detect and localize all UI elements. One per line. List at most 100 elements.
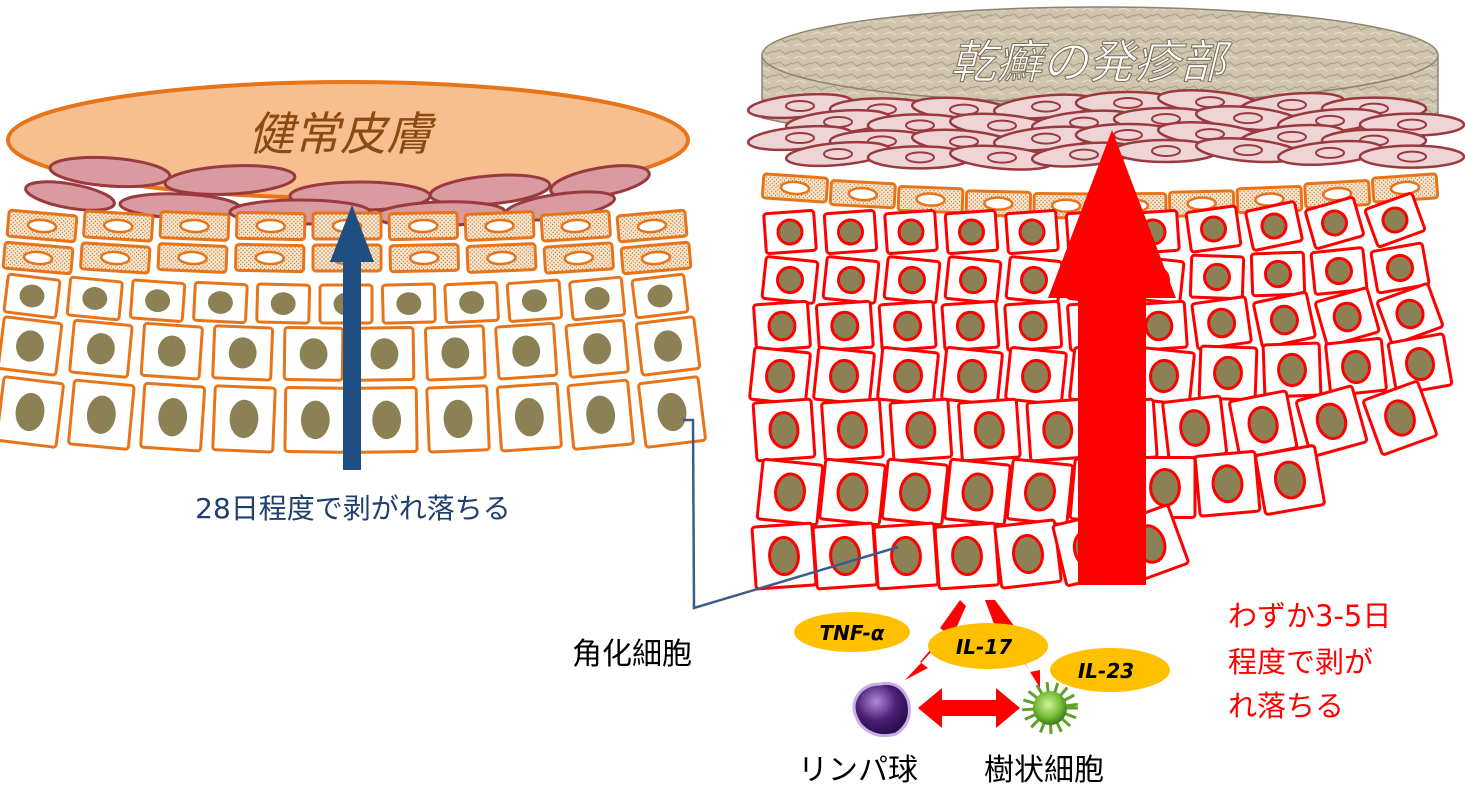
- corneocyte-nucleus: [785, 100, 815, 112]
- keratinocyte-cell: [820, 397, 885, 463]
- keratinocyte-cell: [1304, 196, 1365, 250]
- keratinocyte-cell: [1004, 346, 1068, 406]
- cytokine-tnf: TNF-α: [794, 612, 910, 652]
- keratinocyte-cell: [872, 521, 940, 591]
- keratinocyte-cell: [494, 321, 559, 381]
- keratinocyte-cell: [67, 378, 136, 451]
- keratinocyte-cell: [139, 321, 204, 381]
- keratinocyte-cell: [814, 299, 875, 353]
- keratinocyte-cell: [748, 346, 812, 406]
- keratinocyte-cell: [760, 255, 820, 305]
- granular-cell: [615, 208, 689, 244]
- healthy-turnover-caption: 28日程度で剥がれ落ちる: [195, 492, 511, 525]
- keratinocyte-cell: [750, 521, 818, 591]
- psoriasis-title: 乾癬の発疹部: [950, 35, 1233, 89]
- granular-cell: [1370, 172, 1440, 204]
- keratinocyte-cell: [423, 324, 487, 382]
- granular-cell: [619, 240, 693, 276]
- keratinocyte-cell: [637, 375, 707, 449]
- keratinocyte-cell: [993, 518, 1063, 590]
- corneocyte-nucleus: [1031, 132, 1061, 145]
- signal-arrows: [905, 600, 1040, 688]
- keratinocyte-cell: [812, 346, 876, 406]
- dendritic-cell-label: 樹状細胞: [984, 753, 1104, 788]
- keratinocyte-cell: [1133, 456, 1197, 519]
- keratinocyte-cell: [957, 397, 1022, 463]
- keratinocyte-cell: [943, 255, 1003, 305]
- granular-cell: [542, 241, 615, 275]
- psoriasis-skin-section: [746, 6, 1465, 591]
- keratinocyte-cell: [876, 346, 940, 406]
- granular-cell: [828, 179, 897, 210]
- corneocyte-cell: [24, 180, 116, 212]
- keratinocyte-cell: [1324, 337, 1388, 397]
- granular-cell: [896, 184, 965, 215]
- corneocyte-nucleus: [1277, 98, 1307, 111]
- granular-cell: [465, 242, 538, 274]
- keratinocyte-cell: [888, 397, 954, 463]
- keratinocyte-cell: [877, 299, 938, 353]
- corneocyte-nucleus: [1151, 144, 1181, 157]
- cytokine-il17: IL-17: [928, 623, 1048, 669]
- keratinocyte-cell: [1003, 299, 1064, 353]
- granular-cell: [463, 210, 536, 242]
- keratinocyte-cell: [634, 315, 702, 377]
- keratinocyte-cell: [192, 280, 249, 325]
- keratinocyte-cell: [1369, 241, 1431, 295]
- granular-cell: [234, 242, 306, 274]
- keratinocyte-cell: [380, 282, 437, 325]
- keratinocyte-cell: [883, 209, 939, 255]
- keratinocyte-cell: [425, 384, 491, 454]
- granular-cell: [5, 208, 79, 244]
- keratinocyte-cell: [1295, 384, 1369, 458]
- granular-cell: [760, 172, 830, 204]
- keratinocyte-cell: [495, 381, 563, 453]
- corneocyte-nucleus: [1113, 128, 1143, 141]
- keratinocyte-cell: [822, 209, 879, 255]
- keratinocyte-cell: [1364, 192, 1426, 248]
- keratinocyte-cell: [1376, 282, 1444, 346]
- corneocyte-nucleus: [1315, 146, 1345, 159]
- corneocyte-nucleus: [1397, 118, 1427, 131]
- keratinocyte-cell: [1005, 457, 1075, 527]
- granular-cell: [235, 210, 307, 242]
- keratinocyte-cell: [880, 457, 950, 527]
- corneocyte-nucleus: [1031, 100, 1061, 113]
- psoriasis-turnover-caption-line2: 程度で剥が: [1228, 645, 1373, 679]
- keratinocyte-cell: [0, 375, 65, 449]
- keratinocyte-cell: [940, 299, 1001, 353]
- keratinocyte-cell: [755, 457, 825, 527]
- keratinocyte-cell: [354, 386, 419, 454]
- keratinocyte-cell: [1197, 344, 1259, 402]
- psoriasis-turnover-caption-line1: わずか3-5日: [1228, 599, 1391, 633]
- keratinocyte-cell: [1228, 389, 1299, 460]
- corneocyte-nucleus: [1233, 144, 1263, 157]
- keratinocyte-cell: [283, 386, 348, 454]
- granular-cell: [539, 209, 612, 243]
- keratinocyte-cell: [68, 318, 134, 379]
- keratinocyte-cell: [0, 315, 64, 377]
- keratinocyte-cell: [211, 324, 275, 382]
- corneocyte-nucleus: [785, 132, 815, 144]
- keratinocyte-cell: [1362, 380, 1438, 456]
- corneocyte-nucleus: [1069, 148, 1099, 161]
- dendritic-cell-icon: [1021, 681, 1078, 735]
- granular-cell: [79, 241, 152, 275]
- keratinocyte-cell: [505, 278, 564, 323]
- keratinocyte-cell: [1314, 286, 1381, 348]
- cytokine-il23-label: IL-23: [1078, 659, 1134, 683]
- keratinocyte-cell: [211, 384, 277, 454]
- corneocyte-nucleus: [905, 151, 935, 164]
- healthy-granular-layer: [1, 208, 693, 276]
- keratinocyte-cell: [943, 457, 1012, 527]
- keratinocyte-cell: [353, 326, 416, 382]
- keratinocyte-cell: [762, 209, 818, 255]
- psoriasis-flat-cell-layer: [746, 89, 1465, 171]
- corneocyte-nucleus: [987, 119, 1017, 132]
- keratinocyte-cell: [1161, 394, 1229, 462]
- cytokine-tnf-label: TNF-α: [819, 621, 884, 645]
- up-arrow-icon: [1048, 130, 1176, 585]
- keratinocyte-cell: [1309, 246, 1369, 296]
- corneocyte-nucleus: [1277, 130, 1307, 143]
